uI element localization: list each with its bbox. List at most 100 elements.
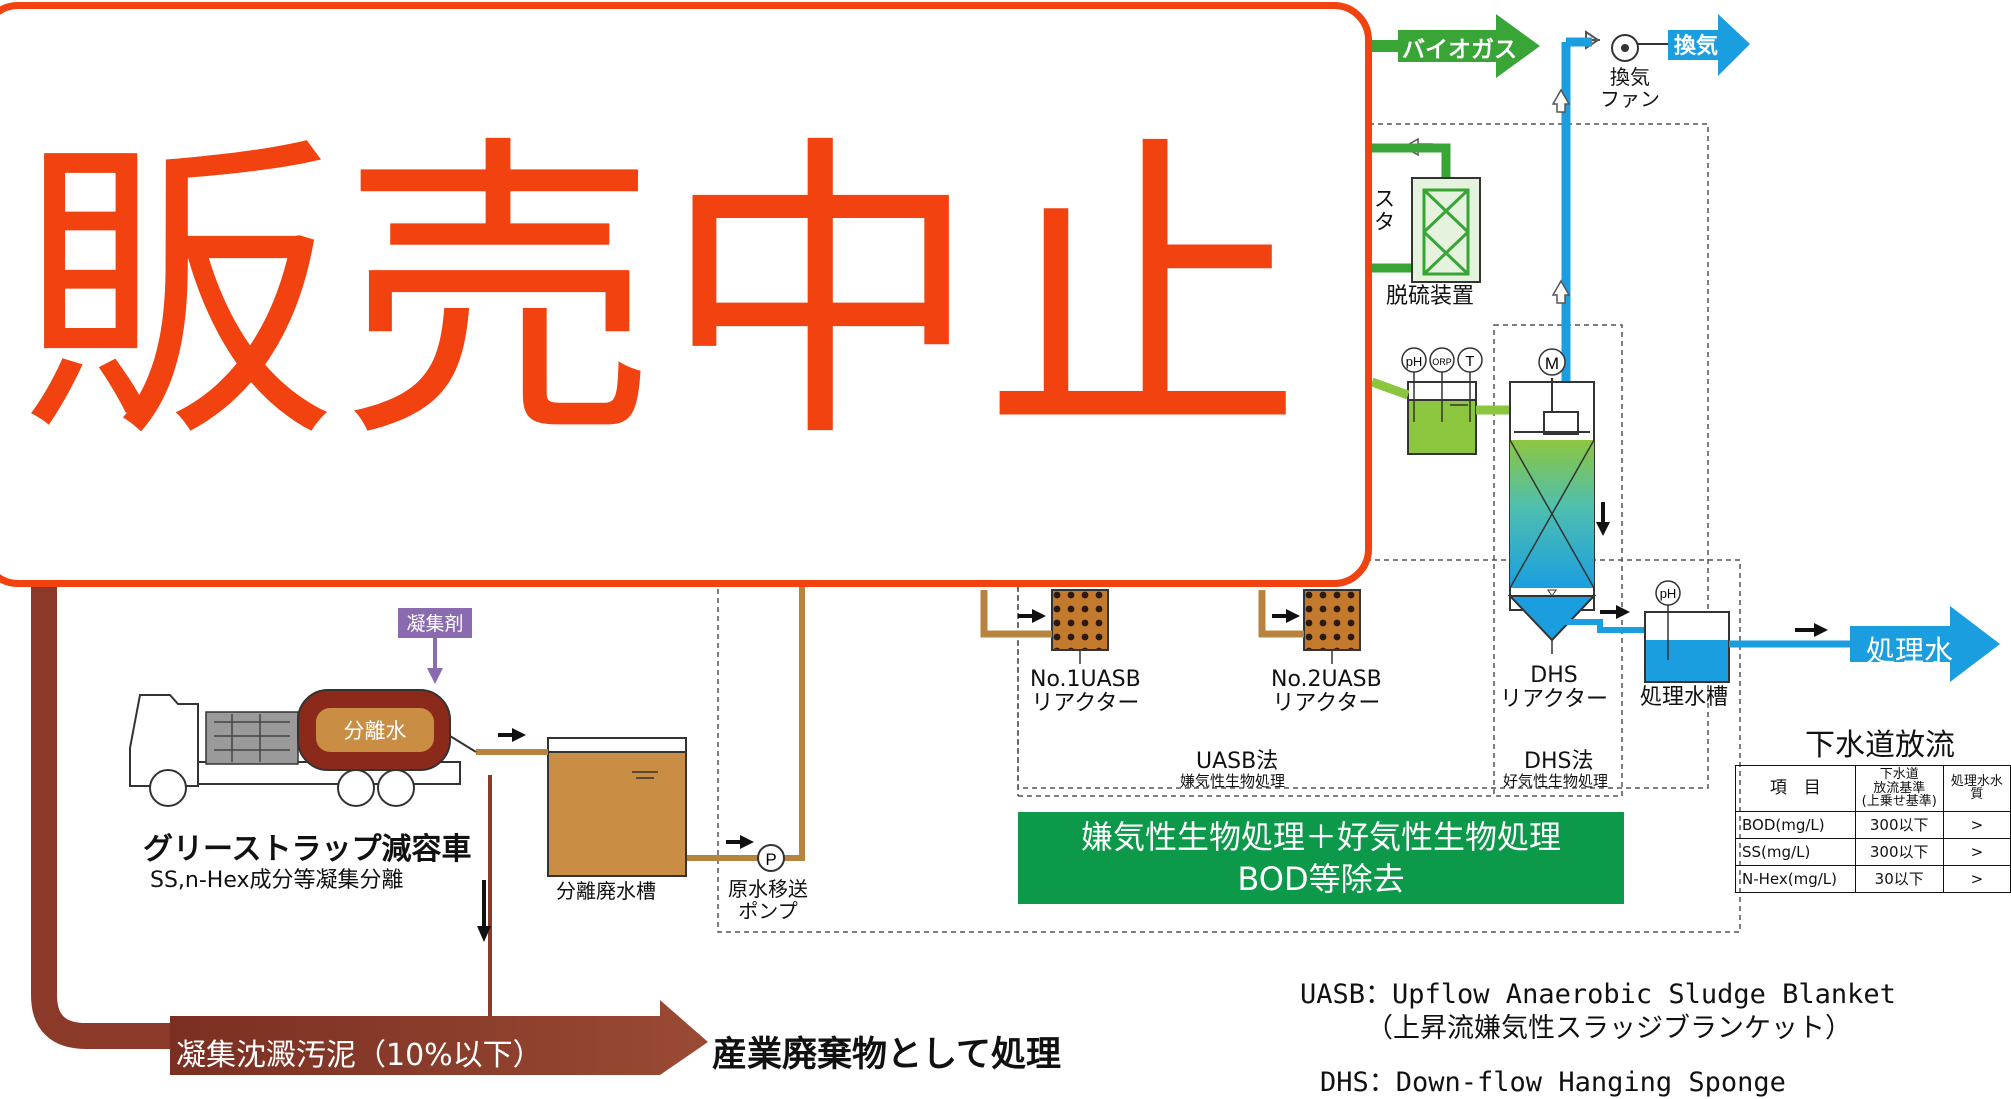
dhs-motor [1538, 348, 1566, 376]
discharge-standards-table: 項 目 下水道 放流基準 (上乗せ基準) 処理水水質 BOD(mg/L) 300… [1735, 765, 2011, 893]
treated-water-fill [1646, 640, 1728, 681]
table-cell-item: N-Hex(mg/L) [1735, 864, 1856, 893]
orp-sensor [1429, 347, 1455, 373]
sludge-main-pipe [31, 587, 660, 1049]
desulfurizer-media [1422, 188, 1470, 276]
uasb2-flow-arrowhead [1286, 609, 1300, 623]
pump-symbol-label: P [765, 850, 776, 869]
dhs-level-marker [1547, 589, 1557, 597]
dhs-section-sub: 好気性生物処理 [1503, 772, 1609, 790]
uasb1-reactor [1051, 589, 1109, 651]
table-cell-compare: > [1942, 864, 2011, 893]
uasb2-reactor [1303, 589, 1361, 651]
t-sensor-label: T [1465, 353, 1474, 370]
treated-ph-label: pH [1660, 586, 1677, 601]
treatment-summary-box: 嫌気性生物処理＋好気性生物処理 BOD等除去 [1018, 812, 1624, 904]
ventilation-arrow [1668, 14, 1750, 76]
desulfurizer-partial-label: ス タ [1374, 187, 1395, 235]
process-flow-diagram: pH ORP T M pH P 凝集 [31, 14, 2000, 1075]
separation-tank-label: 分離廃水槽 [556, 879, 656, 903]
uasb1-feed-pipe [980, 590, 1052, 638]
dhs-section-title: DHS法 [1524, 749, 1594, 774]
coagulant-arrowhead [427, 668, 443, 684]
table-cell-item: SS(mg/L) [1735, 837, 1856, 866]
pump-symbol [757, 844, 785, 872]
separation-tank [547, 737, 687, 877]
raw-water-pipe [784, 585, 805, 861]
pump-flow-arrowhead [740, 835, 754, 849]
table-header-item: 項 目 [1735, 765, 1856, 812]
table-row: BOD(mg/L) 300以下 > [1735, 810, 2011, 839]
buffer-inlet-pipe [1370, 377, 1410, 400]
glossary-dhs: DHS：Down-flow Hanging Sponge [1320, 1067, 1786, 1098]
fan-hub [1621, 44, 1629, 52]
truck-wheel-rear-2 [377, 769, 415, 807]
coagulant-label: 凝集剤 [406, 613, 463, 635]
pump-label: 原水移送 ポンプ [728, 877, 808, 923]
desulfurizer-label: 脱硫装置 [1386, 284, 1475, 309]
sludge-disposal-label: 産業廃棄物として処理 [712, 1035, 1061, 1075]
biogas-pipe-stub [1372, 40, 1398, 52]
ventilation-label: 換気 [1674, 34, 1719, 59]
discontinued-banner: 販売中止 [0, 2, 1372, 587]
dhs-cone [1507, 595, 1597, 642]
sludge-label: 凝集沈澱汚泥（10%以下） [176, 1038, 543, 1073]
truck-outlet-valve [449, 735, 477, 753]
discontinued-banner-text: 販売中止 [18, 109, 1306, 480]
truck-machinery-detail [214, 714, 290, 762]
table-cell-compare: > [1942, 837, 2011, 866]
uasb-section-sub: 嫌気性生物処理 [1180, 772, 1286, 790]
up-arrow-1 [1551, 88, 1571, 113]
uasb-section-title: UASB法 [1196, 749, 1279, 774]
dhs-motor-label: M [1545, 354, 1559, 373]
truck-flow-arrowhead [512, 728, 526, 742]
truck-cab [129, 694, 199, 787]
table-cell-standard: 300以下 [1854, 837, 1944, 866]
ph-sensor [1401, 347, 1427, 373]
truck-wheel-front [149, 769, 187, 807]
truck-title: グリーストラップ減容車 [143, 832, 472, 867]
truck-tank-inner [316, 708, 434, 752]
treated-ph-sensor [1655, 580, 1681, 606]
discharge-title: 下水道放流 [1805, 728, 1955, 763]
orp-sensor-label: ORP [1432, 357, 1452, 367]
uasb2-label: No.2UASB リアクター [1271, 667, 1382, 717]
dhs-media-cross [1509, 439, 1595, 589]
treated-tank-label: 処理水槽 [1640, 685, 1729, 710]
glossary-uasb: UASB：Upflow Anaerobic Sludge Blanket [1300, 979, 1896, 1010]
process-frame-lower [717, 559, 1741, 933]
uasb1-flow-arrowhead [1032, 609, 1046, 623]
uasb1-label: No.1UASB リアクター [1030, 667, 1141, 717]
coagulant-box [398, 608, 472, 638]
separation-tank-top [547, 737, 687, 753]
sludge-arrow [170, 1000, 708, 1075]
truck-machinery [205, 711, 299, 765]
table-row: SS(mg/L) 300以下 > [1735, 837, 2011, 866]
dhs-outlet-pipe [1552, 619, 1645, 633]
desulfurizer-media-box [1422, 188, 1470, 276]
separated-water-label: 分離水 [344, 719, 407, 743]
glossary-uasb-jp: （上昇流嫌気性スラッジブランケット） [1366, 1013, 1852, 1044]
dhs-flow-arrowhead [1596, 522, 1610, 536]
table-cell-standard: 30以下 [1854, 864, 1944, 893]
dhs-label: DHS リアクター [1500, 663, 1609, 713]
uasb2-feed-pipe [1258, 590, 1304, 638]
table-row: N-Hex(mg/L) 30以下 > [1735, 864, 2011, 893]
desulfurizer-vessel [1411, 177, 1481, 283]
t-sensor [1457, 347, 1483, 373]
table-header-quality: 処理水水質 [1942, 765, 2011, 812]
table-cell-standard: 300以下 [1854, 810, 1944, 839]
table-cell-compare: > [1942, 810, 2011, 839]
desulf-pipe [1372, 143, 1451, 178]
up-arrow-2 [1551, 279, 1571, 304]
biogas-label: バイオガス [1402, 37, 1517, 63]
truck-wheel-rear-1 [337, 769, 375, 807]
dhs-outlet-arrowhead [1616, 605, 1630, 619]
treated-water-arrow [1850, 606, 2000, 682]
truck-subtitle: SS,n-Hex成分等凝集分離 [150, 868, 404, 893]
dhs-distributor [1543, 411, 1579, 435]
treated-flow-arrowhead [1814, 623, 1828, 637]
sludge-down-arrowhead [477, 926, 491, 942]
table-cell-item: BOD(mg/L) [1735, 810, 1856, 839]
biogas-arrow [1398, 14, 1540, 78]
